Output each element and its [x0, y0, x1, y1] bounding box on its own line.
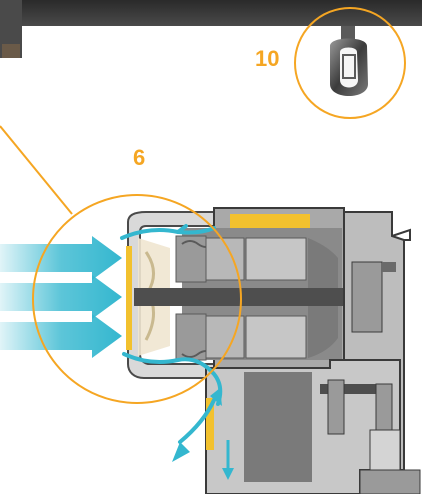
inlet-airflow-arrows [0, 236, 122, 358]
callout-circle-6 [32, 194, 242, 404]
leader-line-6 [0, 125, 73, 215]
motor-shaft [134, 288, 386, 306]
exhaust-airflow-arrows [172, 388, 234, 480]
mounting-ring [330, 26, 368, 96]
callout-number-10: 10 [255, 46, 280, 71]
callout-number-6: 6 [133, 145, 146, 170]
top-bracket [0, 0, 422, 58]
internal-airflow-arrows [120, 224, 223, 444]
callout-circle-10 [294, 7, 406, 119]
gear-housing [205, 359, 421, 495]
